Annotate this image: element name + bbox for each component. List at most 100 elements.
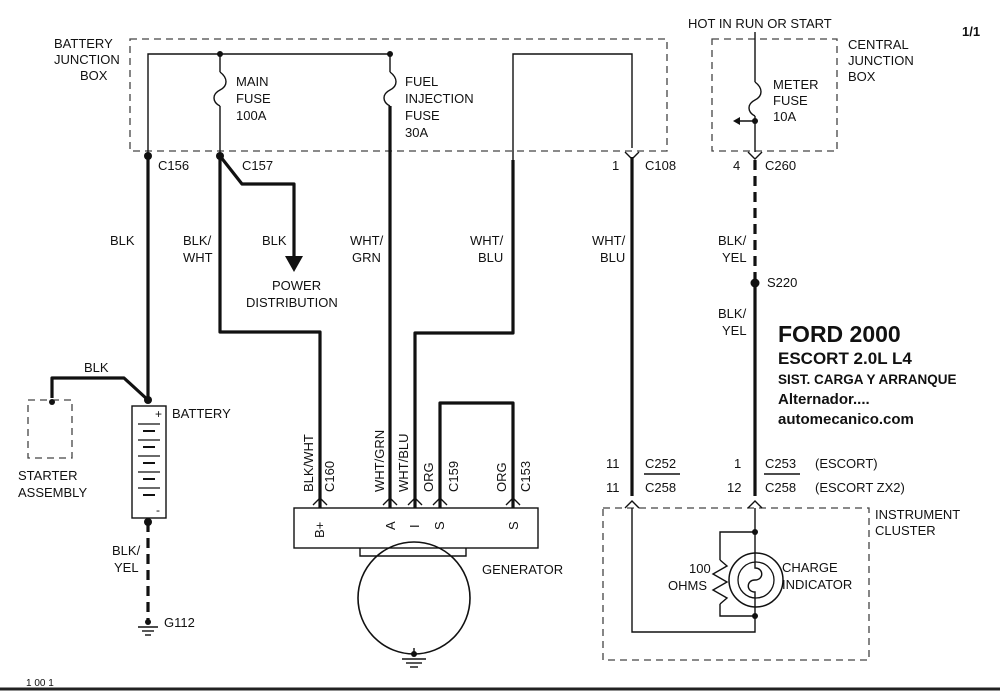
gen-terminal-i: I <box>407 524 422 528</box>
s220-node <box>750 278 760 288</box>
s220-label: S220 <box>767 275 797 290</box>
battery-label: BATTERY <box>172 406 231 421</box>
main-fuse-label-1: MAIN <box>236 74 269 89</box>
battery-minus: - <box>156 503 160 517</box>
meter-fuse-label-3: 10A <box>773 109 796 124</box>
charge-indicator-outer <box>728 552 784 608</box>
starter-label-2: ASSEMBLY <box>18 485 87 500</box>
central-junction-box <box>711 38 838 152</box>
wire-wht-grn-label-1: WHT/ <box>350 233 384 248</box>
instrument-cluster-label-2: CLUSTER <box>875 523 936 538</box>
footer-fragment: 1 00 1 <box>26 678 54 689</box>
wire-blk-power <box>218 155 296 258</box>
fuel-fuse-label-3: FUSE <box>405 108 440 123</box>
battery-junction-box-label-2: JUNCTION <box>54 52 120 67</box>
battery-junction-box-label-3: BOX <box>80 68 108 83</box>
battery-plus-node <box>144 396 152 404</box>
c258a-connector-icon <box>624 500 640 509</box>
generator-label: GENERATOR <box>482 562 563 577</box>
fuel-fuse-icon <box>383 71 397 107</box>
charge-indicator-inner <box>737 561 775 599</box>
wire-blk-starter-label: BLK <box>84 360 109 375</box>
gen-terminal-s1: S <box>432 521 447 530</box>
c253-pin: 1 <box>734 456 741 471</box>
bus-node-main <box>217 51 223 57</box>
gen-terminal-a: A <box>383 521 398 530</box>
main-fuse-label-3: 100A <box>236 108 267 123</box>
title-site: automecanico.com <box>778 411 914 428</box>
battery-junction-box-label-1: BATTERY <box>54 36 113 51</box>
g112-label: G112 <box>164 615 195 630</box>
c108-label: C108 <box>645 158 676 173</box>
s1-connector-icon <box>432 497 448 506</box>
wire-blk-yel-top-label-1: BLK/ <box>718 233 747 248</box>
power-distribution-label-2: DISTRIBUTION <box>246 295 338 310</box>
title-component: Alternador.... <box>778 391 870 408</box>
label-vert-blk-wht: BLK/WHT <box>301 434 316 492</box>
c160-connector-icon <box>312 497 328 506</box>
c253-note: (ESCORT) <box>815 456 878 471</box>
central-junction-label-3: BOX <box>848 69 876 84</box>
bus-node-fuel <box>387 51 393 57</box>
jb-bus <box>147 53 391 153</box>
wht-blu-internal <box>512 53 633 160</box>
wire-blk-yel-bat-label-1: BLK/ <box>112 543 141 558</box>
resistor-icon <box>711 559 729 605</box>
label-vert-wht-grn: WHT/GRN <box>372 430 387 492</box>
c258a-label: C258 <box>645 480 676 495</box>
wire-blk-yel-bat-label-2: YEL <box>114 560 139 575</box>
resistor-return <box>719 604 755 617</box>
c156-label: C156 <box>158 158 189 173</box>
hot-in-run-label: HOT IN RUN OR START <box>688 16 832 31</box>
wire-blk-yel-mid-label-2: YEL <box>722 323 747 338</box>
generator-ground-node <box>411 651 417 657</box>
i-connector-icon <box>407 497 423 506</box>
wire-blk-wht-label-2: WHT <box>183 250 213 265</box>
starter-assembly-box <box>27 399 73 459</box>
resistor-branch <box>719 531 755 560</box>
charge-lamp-filament-icon <box>747 552 763 612</box>
page-number: 1/1 <box>962 24 980 39</box>
generator-housing <box>359 548 467 557</box>
c108-pin: 1 <box>612 158 619 173</box>
cluster-return-wire <box>631 508 756 633</box>
wire-blk-yel-top-label-2: YEL <box>722 250 747 265</box>
wire-wht-blu <box>413 160 515 508</box>
instrument-cluster-box <box>602 507 870 661</box>
main-fuse-icon <box>213 71 227 107</box>
wire-blk-wht <box>218 156 322 508</box>
battery-cells-icon <box>138 423 160 496</box>
fuel-fuse-label-2: INJECTION <box>405 91 474 106</box>
charge-indicator-label-1: CHARGE <box>782 560 838 575</box>
charge-indicator-label-2: INDICATOR <box>782 577 852 592</box>
meter-fuse-label-2: FUSE <box>773 93 808 108</box>
fuel-fuse-label-4: 30A <box>405 125 428 140</box>
gen-terminal-s2: S <box>506 521 521 530</box>
label-c160: C160 <box>322 461 337 492</box>
label-vert-org-2: ORG <box>494 462 509 492</box>
c253-label: C253 <box>765 456 796 471</box>
c260-connector-icon <box>747 151 763 160</box>
label-c153: C153 <box>518 461 533 492</box>
title-system: SIST. CARGA Y ARRANQUE <box>778 372 957 387</box>
wire-blk-c156-label: BLK <box>110 233 135 248</box>
starter-label-1: STARTER <box>18 468 77 483</box>
c252-pin: 11 <box>606 456 620 471</box>
wire-blk-yel-mid-label-1: BLK/ <box>718 306 747 321</box>
wire-wht-blu-c108-label-1: WHT/ <box>592 233 626 248</box>
a-connector-icon <box>382 497 398 506</box>
wire-blk-power-label: BLK <box>262 233 287 248</box>
resistor-label-1: 100 <box>689 561 711 576</box>
starter-node <box>49 399 55 405</box>
generator-terminal-block <box>293 507 539 549</box>
c260-pin: 4 <box>733 158 740 173</box>
label-vert-org-1: ORG <box>421 462 436 492</box>
c260-label: C260 <box>765 158 796 173</box>
wire-blk-wht-label-1: BLK/ <box>183 233 212 248</box>
c258b-note: (ESCORT ZX2) <box>815 480 905 495</box>
label-c159: C159 <box>446 461 461 492</box>
instrument-cluster-label-1: INSTRUMENT <box>875 507 960 522</box>
c157-label: C157 <box>242 158 273 173</box>
generator-icon <box>357 541 471 655</box>
